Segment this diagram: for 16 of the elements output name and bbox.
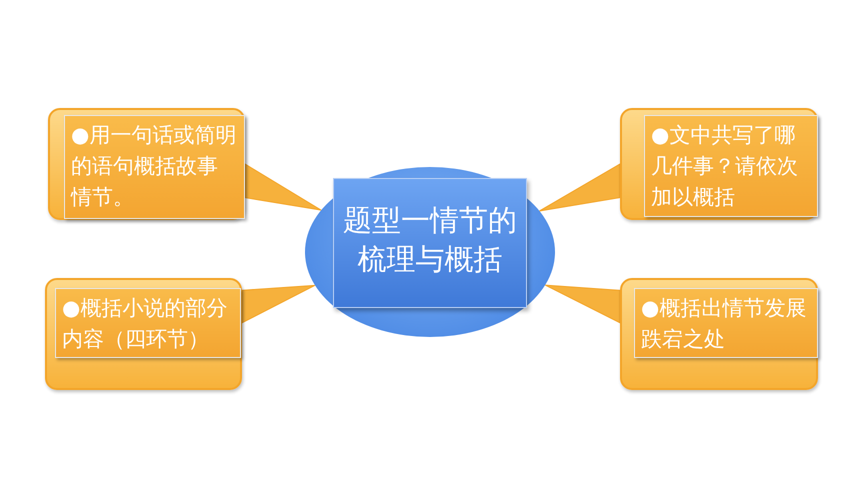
callout-pointer <box>544 284 620 324</box>
callout-text: ●用一句话或简明的语句概括故事情节。 <box>70 122 238 211</box>
callout-text: ●文中共写了哪几件事？请依次加以概括 <box>650 122 799 211</box>
text-box <box>55 288 241 358</box>
callout-box <box>620 278 818 390</box>
callout-pointer <box>242 284 316 324</box>
text-box <box>634 288 818 358</box>
callout-box <box>620 108 818 220</box>
title-text: 题型一情节的梳理与概括 <box>342 202 518 278</box>
callout-text: ●概括出情节发展跌宕之处 <box>640 295 808 353</box>
title-box <box>333 178 527 308</box>
callout-pointer <box>538 163 620 212</box>
text-box <box>644 115 818 217</box>
callout-pointer <box>244 163 322 211</box>
callout-box <box>45 278 242 390</box>
callout-text: ●概括小说的部分内容（四环节） <box>61 295 228 353</box>
